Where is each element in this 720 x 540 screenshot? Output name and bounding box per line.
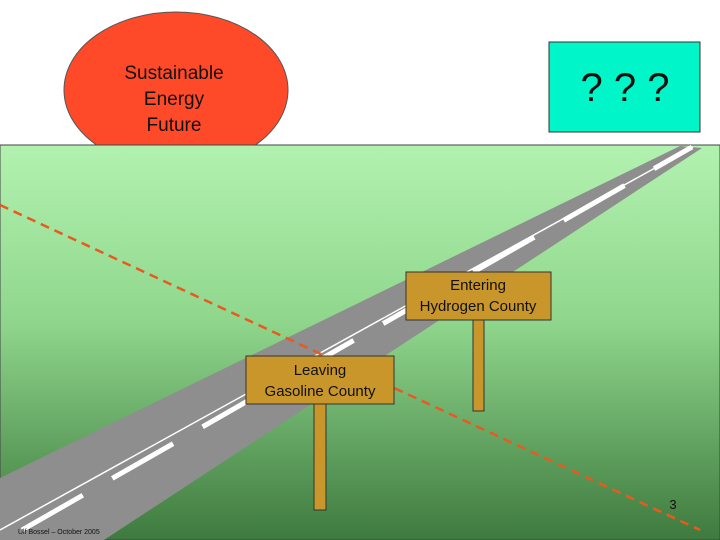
- sign-entering-line-2: Hydrogen County: [420, 298, 537, 315]
- sign-post: [472, 317, 485, 412]
- boundary-dashed-line: [0, 203, 701, 532]
- sign-leaving-line-2: Gasoline County: [265, 383, 376, 400]
- sign-entering-hydrogen: Entering Hydrogen County: [405, 271, 552, 412]
- sign-leaving-gasoline: Leaving Gasoline County: [245, 355, 395, 511]
- sun-label-line-2: Energy: [144, 89, 205, 110]
- sun-shape: Sustainable Energy Future: [63, 11, 289, 169]
- sign-leaving-line-1: Leaving: [294, 362, 347, 379]
- sign-post: [313, 401, 327, 511]
- sign-entering-line-1: Entering: [450, 277, 506, 294]
- road: [0, 144, 702, 540]
- road-center-line: [20, 144, 694, 533]
- sun-label-line-3: Future: [147, 115, 202, 136]
- question-box-label: ? ? ?: [581, 66, 670, 110]
- sun-label-line-1: Sustainable: [124, 63, 223, 84]
- page-number: 3: [669, 497, 676, 512]
- question-box: ? ? ?: [548, 41, 701, 133]
- footer-credit: Ulf Bossel – October 2005: [18, 529, 100, 536]
